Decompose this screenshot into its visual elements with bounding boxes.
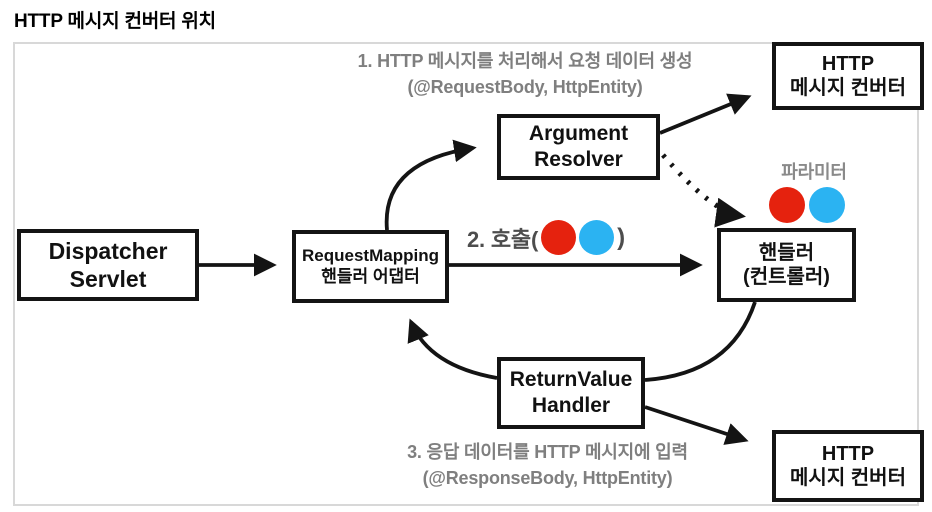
step3-annotation-line2: (@ResponseBody, HttpEntity) [422, 468, 673, 489]
dispatcher-servlet-label-line2: Servlet [69, 266, 147, 292]
page-title: HTTP 메시지 컨버터 위치 [14, 11, 216, 32]
blue-argument-dot [579, 220, 615, 255]
step1-annotation: 1. HTTP 메시지를 처리해서 요청 데이터 생성 (@RequestBod… [285, 48, 765, 100]
arrow-argument-resolver-to-http-converter-top [659, 93, 752, 135]
argument-resolver-label-line2: Resolver [534, 148, 623, 171]
handler-controller-box: 핸들러 (컨트롤러) [717, 228, 856, 302]
step3-annotation: 3. 응답 데이터를 HTTP 메시지에 입력 (@ResponseBody, … [315, 439, 780, 491]
return-value-handler-box: ReturnValue Handler [497, 357, 645, 429]
arrow-return-value-handler-to-http-converter-bottom [644, 405, 749, 445]
return-value-handler-label-line1: ReturnValue [509, 368, 633, 392]
http-message-converter-bottom-box: HTTP 메시지 컨버터 [772, 430, 924, 502]
step1-annotation-line2: (@RequestBody, HttpEntity) [407, 77, 643, 98]
adapter-label-line1: RequestMapping [302, 245, 439, 265]
request-mapping-handler-adapter-box: RequestMapping 핸들러 어댑터 [292, 230, 449, 303]
arrow-adapter-to-argument-resolver [384, 139, 477, 231]
arrow-return-value-handler-to-adapter [407, 318, 498, 380]
step1-annotation-line1: 1. HTTP 메시지를 처리해서 요청 데이터 생성 [357, 51, 693, 71]
dispatcher-servlet-box: Dispatcher Servlet [17, 229, 199, 301]
step2-call-prefix: 2. 호출( [467, 226, 539, 252]
handler-label-line2: (컨트롤러) [743, 266, 830, 288]
http-converter-top-label-line1: HTTP [821, 52, 875, 75]
handler-label-line1: 핸들러 [758, 241, 815, 264]
parameter-label: 파라미터 [781, 162, 847, 182]
arrow-argument-resolver-to-handler-dotted [661, 153, 746, 228]
blue-parameter-dot [809, 187, 845, 223]
diagram-frame: Dispatcher Servlet RequestMapping 핸들러 어댑… [13, 42, 924, 506]
dispatcher-servlet-label-line1: Dispatcher [48, 237, 168, 264]
http-converter-bottom-label-line2: 메시지 컨버터 [790, 467, 906, 489]
argument-resolver-box: Argument Resolver [497, 114, 660, 180]
http-converter-top-label-line2: 메시지 컨버터 [790, 77, 906, 99]
adapter-label-line2: 핸들러 어댑터 [321, 266, 420, 286]
line-handler-to-return-value-handler [644, 301, 757, 382]
step3-annotation-line1: 3. 응답 데이터를 HTTP 메시지에 입력 [407, 442, 688, 462]
red-parameter-dot [769, 187, 805, 223]
step2-call-annotation: 2. 호출( ) [467, 220, 625, 255]
step2-call-suffix: ) [617, 223, 625, 251]
red-argument-dot [541, 220, 577, 255]
return-value-handler-label-line2: Handler [531, 394, 611, 417]
http-message-converter-top-box: HTTP 메시지 컨버터 [772, 42, 924, 110]
http-converter-bottom-label-line1: HTTP [821, 442, 875, 465]
argument-resolver-label-line1: Argument [528, 122, 629, 146]
